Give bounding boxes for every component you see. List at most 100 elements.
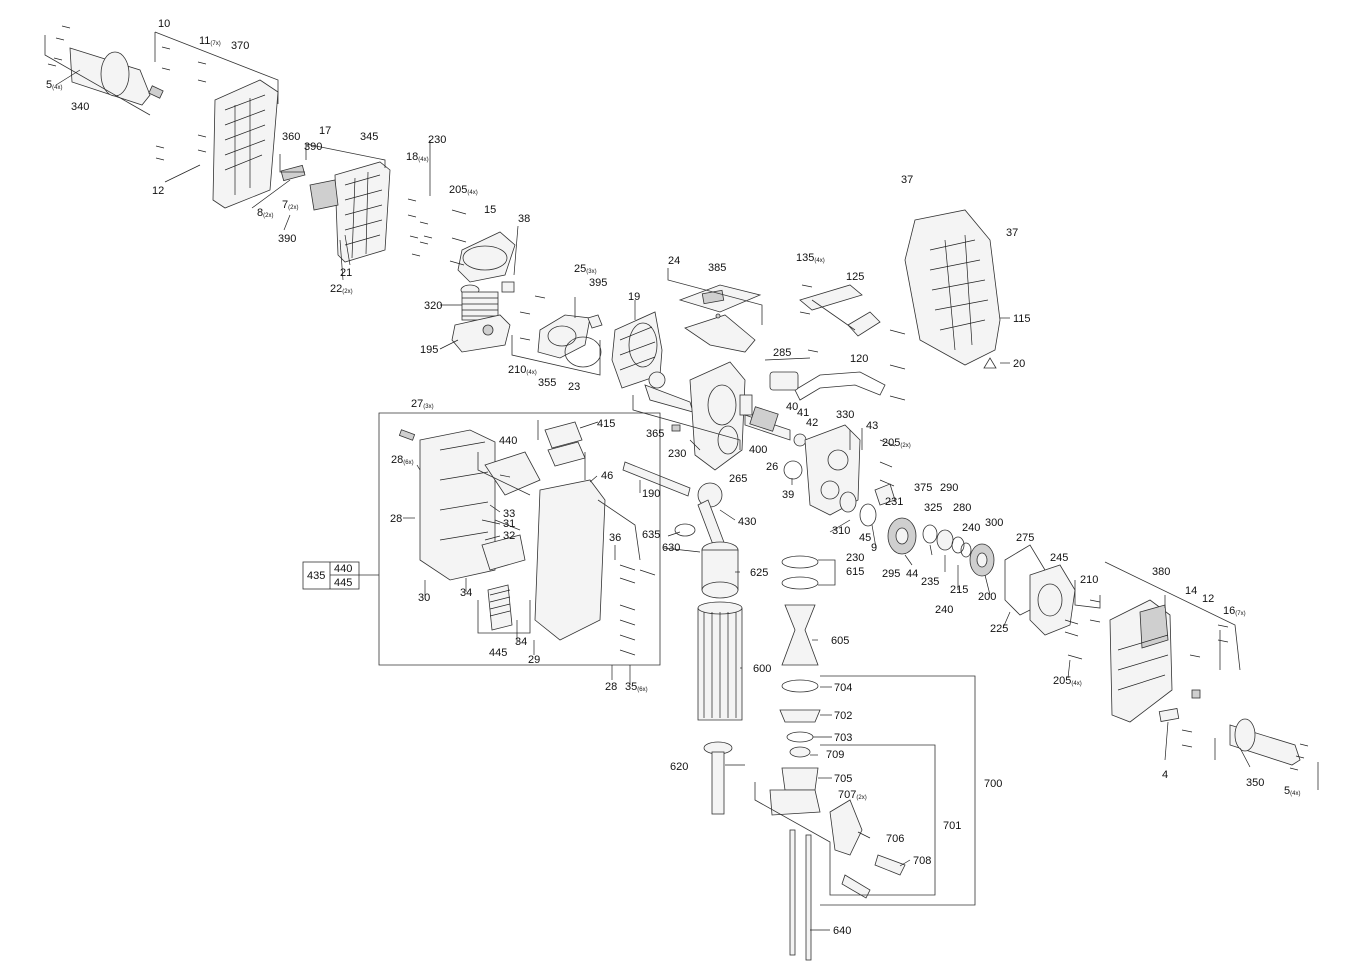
part-label-24: 24 <box>668 255 680 267</box>
motor-15-drawing <box>451 231 516 353</box>
part-label-390: 390 <box>278 233 296 245</box>
handle-340-drawing <box>69 47 164 106</box>
part-label-235: 235 <box>921 576 939 588</box>
part-label-620: 620 <box>670 761 688 773</box>
part-label-703: 703 <box>834 732 852 744</box>
part-label-28: 28(6x) <box>391 454 414 466</box>
leader-lines <box>55 69 1251 931</box>
part-label-125: 125 <box>846 271 864 283</box>
part-label-205: 205(4x) <box>1053 675 1082 687</box>
part-label-360: 360 <box>282 131 300 143</box>
part-label-320: 320 <box>424 300 442 312</box>
part-label-18: 18(4x) <box>406 151 429 163</box>
part-label-39: 39 <box>782 489 794 501</box>
part-label-qty: (2x) <box>288 205 298 211</box>
housing-435-drawing <box>398 421 606 641</box>
part-label-600: 600 <box>753 663 771 675</box>
part-label-qty: (6x) <box>637 687 647 693</box>
part-label-225: 225 <box>990 623 1008 635</box>
part-label-375: 375 <box>914 482 932 494</box>
part-label-295: 295 <box>882 568 900 580</box>
part-label-5: 5(4x) <box>46 79 62 91</box>
part-label-215: 215 <box>950 584 968 596</box>
part-label-705: 705 <box>834 773 852 785</box>
part-label-231: 231 <box>885 496 903 508</box>
part-label-265: 265 <box>729 473 747 485</box>
part-label-440: 440 <box>499 435 517 447</box>
part-label-430: 430 <box>738 516 756 528</box>
part-label-706: 706 <box>886 833 904 845</box>
shaft-400-drawing <box>744 406 818 480</box>
part-label-330: 330 <box>836 409 854 421</box>
part-label-22: 22(2x) <box>330 283 353 295</box>
part-label-qty: (4x) <box>526 370 536 376</box>
part-label-635: 635 <box>642 529 660 541</box>
part-label-135: 135(4x) <box>796 252 825 264</box>
part-label-37: 37 <box>1006 227 1018 239</box>
part-label-390: 390 <box>304 141 322 153</box>
cylinder-600-drawing <box>697 601 743 721</box>
part-label-701: 701 <box>943 820 961 832</box>
part-label-290: 290 <box>940 482 958 494</box>
part-label-350: 350 <box>1246 777 1264 789</box>
part-label-42: 42 <box>806 417 818 429</box>
part-label-345: 345 <box>360 131 378 143</box>
striker-620-drawing <box>703 741 733 815</box>
part-label-12: 12 <box>1202 593 1214 605</box>
part-label-709: 709 <box>826 749 844 761</box>
part-label-200: 200 <box>978 591 996 603</box>
part-label-qty: (6x) <box>403 460 413 466</box>
part-label-190: 190 <box>642 488 660 500</box>
part-label-210: 210(4x) <box>508 364 537 376</box>
part-label-28: 28 <box>605 681 617 693</box>
part-label-385: 385 <box>708 262 726 274</box>
part-label-8: 8(2x) <box>257 207 273 219</box>
housing-115-drawing <box>904 209 1001 366</box>
label-440-table: 440 <box>334 563 352 575</box>
part-label-630: 630 <box>662 542 680 554</box>
part-label-33: 33 <box>503 508 515 520</box>
part-label-9: 9 <box>871 542 877 554</box>
part-label-210: 210 <box>1080 574 1098 586</box>
part-label-14: 14 <box>1185 585 1197 597</box>
part-label-10: 10 <box>158 18 170 30</box>
part-label-28: 28 <box>390 513 402 525</box>
part-label-34: 34 <box>515 636 527 648</box>
part-label-605: 605 <box>831 635 849 647</box>
part-label-29: 29 <box>528 654 540 666</box>
part-label-12: 12 <box>152 185 164 197</box>
part-label-704: 704 <box>834 682 852 694</box>
part-label-707: 707(2x) <box>838 789 867 801</box>
part-label-115: 115 <box>1013 313 1031 325</box>
part-label-16: 16(7x) <box>1223 605 1246 617</box>
assembly-table-435: 435 440 445 <box>302 561 379 590</box>
part-label-240: 240 <box>935 604 953 616</box>
plate-355-drawing <box>537 314 603 368</box>
part-label-15: 15 <box>484 204 496 216</box>
handle-350-drawing <box>1229 718 1301 766</box>
part-label-qty: (4x) <box>418 157 428 163</box>
part-label-27: 27(3x) <box>411 398 434 410</box>
part-label-4: 4 <box>1162 769 1168 781</box>
part-label-25: 25(3x) <box>574 263 597 275</box>
part-label-45: 45 <box>859 532 871 544</box>
frames <box>44 31 1319 906</box>
part-label-qty: (2x) <box>263 213 273 219</box>
part-label-37: 37 <box>901 174 913 186</box>
part-label-365: 365 <box>646 428 664 440</box>
part-label-195: 195 <box>420 344 438 356</box>
label-435: 435 <box>307 570 325 582</box>
housing-380-drawing <box>1109 599 1201 723</box>
part-label-qty: (4x) <box>1290 791 1300 797</box>
part-label-qty: (3x) <box>586 269 596 275</box>
board-345-drawing <box>280 161 391 263</box>
part-label-380: 380 <box>1152 566 1170 578</box>
part-label-qty: (4x) <box>814 258 824 264</box>
part-label-230: 230 <box>668 448 686 460</box>
part-label-205: 205(2x) <box>882 437 911 449</box>
part-label-370: 370 <box>231 40 249 52</box>
part-label-40: 40 <box>786 401 798 413</box>
part-label-230: 230 <box>428 134 446 146</box>
